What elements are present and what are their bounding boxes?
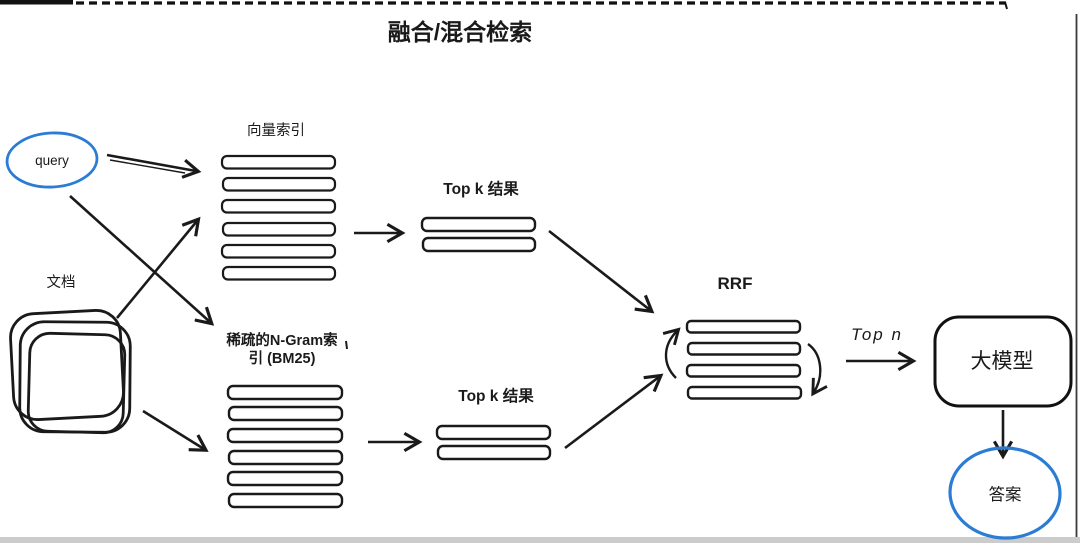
index-bar xyxy=(227,449,344,466)
index-bar xyxy=(220,154,337,170)
index-bar xyxy=(226,427,344,444)
index-bar xyxy=(221,221,337,237)
documents-stack xyxy=(9,309,132,435)
llm-label: 大模型 xyxy=(971,350,1034,373)
arrow-query-to-vector-index-doublestroke xyxy=(109,159,186,174)
top-n-label: Top n xyxy=(851,325,903,344)
index-bar xyxy=(221,176,337,192)
dashed-border-end-tick xyxy=(1004,1,1008,10)
llm-node: 大模型 xyxy=(933,315,1073,408)
result-bar xyxy=(421,236,537,253)
index-bar xyxy=(226,384,344,401)
answer-ellipse xyxy=(948,446,1062,540)
query-label: query xyxy=(35,153,69,168)
index-bar xyxy=(226,470,344,487)
topk1-stack xyxy=(420,216,537,253)
diagram-title: 融合/混合检索 xyxy=(388,19,532,45)
arrow-documents-to-sparse-index xyxy=(142,409,209,452)
index-bar xyxy=(220,198,337,214)
stray-pen-tick xyxy=(345,340,348,350)
index-bar xyxy=(220,243,337,259)
document-sheet xyxy=(26,331,127,435)
document-sheet xyxy=(9,309,125,421)
bottom-gray-strip xyxy=(0,537,1080,543)
arrow-documents-to-vector-index xyxy=(115,216,201,319)
top-left-black-bar xyxy=(0,0,73,5)
result-bar xyxy=(420,216,537,233)
index-bar xyxy=(221,265,337,281)
index-bar xyxy=(227,492,344,509)
query-node: query xyxy=(5,131,99,189)
rank-bar xyxy=(685,363,802,378)
index-bar xyxy=(227,405,344,422)
vector-index-label: 向量索引 xyxy=(247,122,305,139)
rrf-cycle-arrow-left xyxy=(662,327,681,379)
rrf-label: RRF xyxy=(718,274,753,293)
sparse-index-stack xyxy=(226,384,344,509)
result-bar xyxy=(436,444,552,461)
arrow-query-to-sparse-index xyxy=(69,195,215,326)
arrow-topk1-to-rrf xyxy=(548,229,655,314)
vector-index-stack xyxy=(220,154,337,281)
sparse-index-label-line1: 稀疏的N-Gram索 xyxy=(226,331,338,349)
answer-node: 答案 xyxy=(948,446,1062,540)
result-bar xyxy=(435,424,552,441)
rrf-cycle-arrow-right xyxy=(807,343,828,397)
rrf-stack xyxy=(685,319,803,400)
llm-box xyxy=(933,315,1073,408)
arrow-topk2-to-rrf xyxy=(564,373,664,450)
arrow-query-to-vector-index xyxy=(106,153,202,179)
documents-label: 文档 xyxy=(47,274,76,291)
sparse-index-label-line2: 引 (BM25) xyxy=(249,350,316,367)
topk2-label: Top k 结果 xyxy=(458,386,534,405)
topk1-label: Top k 结果 xyxy=(443,179,519,198)
rank-bar xyxy=(686,385,803,400)
rank-bar xyxy=(685,319,802,334)
query-ellipse xyxy=(5,131,99,189)
topk2-stack xyxy=(435,424,552,461)
answer-label: 答案 xyxy=(989,485,1023,504)
rank-bar xyxy=(686,341,802,356)
